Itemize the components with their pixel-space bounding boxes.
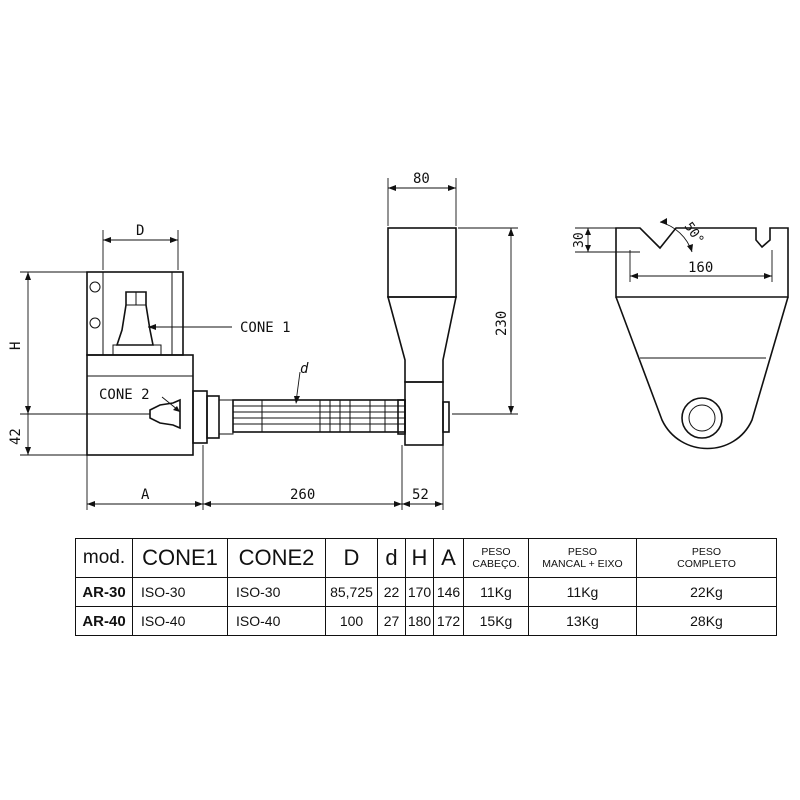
cell-A: 172: [433, 606, 464, 636]
cell-cone1: ISO-30: [132, 577, 228, 607]
cell-cone1: ISO-40: [132, 606, 228, 636]
dim-A: A: [141, 487, 150, 503]
dim-angle: 50°: [681, 220, 707, 248]
dim-260: 260: [290, 487, 315, 503]
table-row: AR-30 ISO-30 ISO-30 85,725 22 170 146 11…: [75, 577, 777, 607]
label-cone-1: CONE 1: [240, 320, 291, 336]
section-view: [615, 227, 789, 450]
cell-peso-completo: 28Kg: [636, 606, 777, 636]
dim-230: 230: [494, 311, 510, 336]
cell-H: 170: [405, 577, 434, 607]
cell-A: 146: [433, 577, 464, 607]
cell-D: 85,725: [325, 577, 378, 607]
cell-d: 22: [377, 577, 406, 607]
technical-drawing: D H 42 A 260 52 80 230 d CONE 1 CONE 2 3…: [8, 171, 789, 510]
cell-d: 27: [377, 606, 406, 636]
cell-H: 180: [405, 606, 434, 636]
cell-mod: AR-30: [75, 577, 133, 607]
cell-peso-mancal: 11Kg: [528, 577, 637, 607]
cell-mod: AR-40: [75, 606, 133, 636]
label-cone-2: CONE 2: [99, 387, 150, 403]
dim-H: H: [8, 342, 24, 350]
cell-peso-completo: 22Kg: [636, 577, 777, 607]
cell-peso-mancal: 13Kg: [528, 606, 637, 636]
header-cone2: CONE2: [227, 538, 326, 578]
cell-cone2: ISO-30: [227, 577, 326, 607]
shaft: [232, 399, 406, 433]
header-D: D: [325, 538, 378, 578]
dim-small-d: d: [300, 361, 309, 377]
header-A: A: [433, 538, 464, 578]
support-column: [386, 227, 457, 446]
cell-peso-cabeco: 11Kg: [463, 577, 529, 607]
dim-42: 42: [8, 428, 24, 445]
header-cone1: CONE1: [132, 538, 228, 578]
cell-cone2: ISO-40: [227, 606, 326, 636]
dim-30: 30: [572, 232, 587, 248]
header-mod: mod.: [75, 538, 133, 578]
dim-D: D: [136, 223, 144, 239]
header-H: H: [405, 538, 434, 578]
dim-80: 80: [413, 171, 430, 187]
header-d: d: [377, 538, 406, 578]
cell-D: 100: [325, 606, 378, 636]
dim-52: 52: [412, 487, 429, 503]
table-row: AR-40 ISO-40 ISO-40 100 27 180 172 15Kg …: [75, 606, 777, 636]
dim-160: 160: [688, 260, 713, 276]
head-body: [86, 271, 234, 456]
cell-peso-cabeco: 15Kg: [463, 606, 529, 636]
dimensions: [20, 178, 773, 510]
